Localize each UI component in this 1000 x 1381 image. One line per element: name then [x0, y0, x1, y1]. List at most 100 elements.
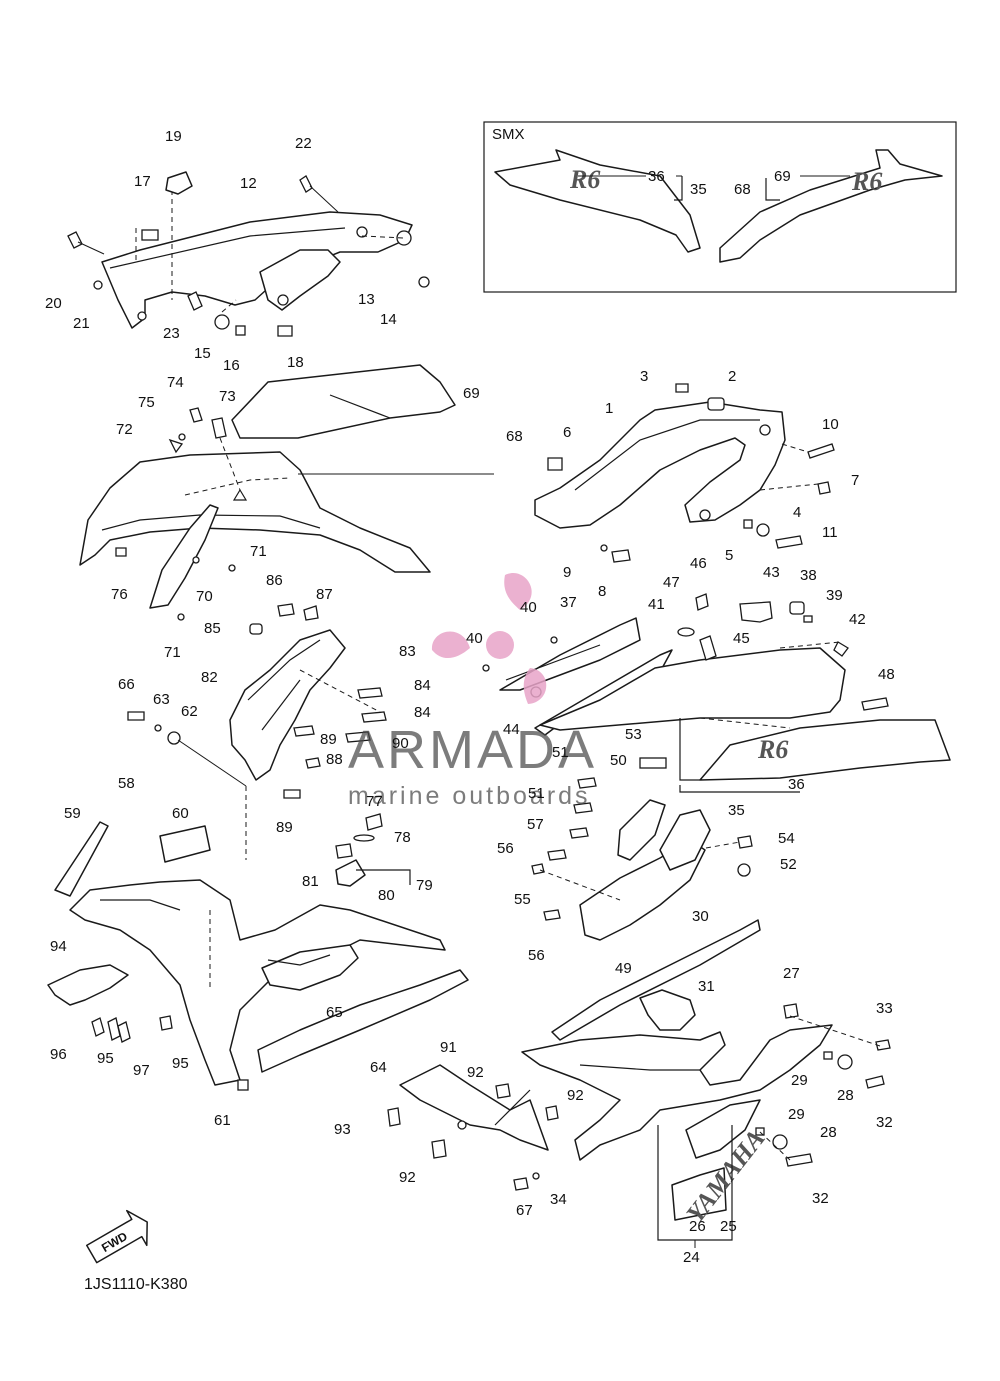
callout-32a: 32 — [876, 1114, 893, 1131]
upper-cowling-68 — [79, 364, 494, 621]
callout-14: 14 — [380, 311, 397, 328]
callout-31: 31 — [698, 978, 715, 995]
air-duct-82 — [127, 603, 387, 860]
callout-84a: 84 — [414, 677, 431, 694]
callout-21: 21 — [73, 315, 90, 332]
callout-13: 13 — [358, 291, 375, 308]
callout-28a: 28 — [837, 1087, 854, 1104]
callout-23: 23 — [163, 325, 180, 342]
callout-29b: 29 — [788, 1106, 805, 1123]
callout-77: 77 — [366, 793, 383, 810]
callout-27: 27 — [783, 965, 800, 982]
smx-callout-36: 36 — [648, 168, 665, 185]
callout-58: 58 — [118, 775, 135, 792]
callout-52: 52 — [780, 856, 797, 873]
callout-47: 47 — [663, 574, 680, 591]
callout-63: 63 — [153, 691, 170, 708]
callout-62: 62 — [181, 703, 198, 720]
callout-37: 37 — [560, 594, 577, 611]
callout-22: 22 — [295, 135, 312, 152]
callout-93: 93 — [334, 1121, 351, 1138]
callout-90: 90 — [392, 735, 409, 752]
watermark-brand: ARMADA — [348, 720, 597, 780]
callout-82: 82 — [201, 669, 218, 686]
callout-26: 26 — [689, 1218, 706, 1235]
callout-97: 97 — [133, 1062, 150, 1079]
smx-inset: SMX R6 R6 — [483, 121, 957, 293]
callout-96: 96 — [50, 1046, 67, 1063]
callout-11: 11 — [822, 524, 838, 541]
callout-34: 34 — [550, 1191, 567, 1208]
callout-40a: 40 — [520, 599, 537, 616]
callout-8: 8 — [598, 583, 606, 600]
callout-56a: 56 — [497, 840, 514, 857]
callout-35: 35 — [728, 802, 745, 819]
callout-9: 9 — [563, 564, 571, 581]
callout-67: 67 — [516, 1202, 533, 1219]
callout-17: 17 — [134, 173, 151, 190]
callout-55: 55 — [514, 891, 531, 908]
callout-48: 48 — [878, 666, 895, 683]
callout-15: 15 — [194, 345, 211, 362]
callout-20: 20 — [45, 295, 62, 312]
callout-91: 91 — [440, 1039, 457, 1056]
callout-59: 59 — [64, 805, 81, 822]
under-cowl-24: YAMAHA — [387, 919, 891, 1248]
callout-32b: 32 — [812, 1190, 829, 1207]
callout-19: 19 — [165, 128, 182, 145]
propeller-logo-icon — [431, 573, 547, 704]
side-panel-1 — [534, 383, 835, 563]
callout-95b: 95 — [172, 1055, 189, 1072]
callout-4: 4 — [793, 504, 801, 521]
callout-79: 79 — [416, 877, 433, 894]
callout-6: 6 — [563, 424, 571, 441]
callout-81: 81 — [302, 873, 319, 890]
armada-watermark: ARMADA marine outboards — [348, 573, 597, 810]
callout-40b: 40 — [466, 630, 483, 647]
callout-75: 75 — [138, 394, 155, 411]
callout-70: 70 — [196, 588, 213, 605]
callout-1: 1 — [605, 400, 613, 417]
callout-78: 78 — [394, 829, 411, 846]
callout-18: 18 — [287, 354, 304, 371]
callout-92a: 92 — [467, 1064, 484, 1081]
callout-10: 10 — [822, 416, 839, 433]
lower-cowling-58 — [47, 813, 469, 1091]
callout-92c: 92 — [399, 1169, 416, 1186]
callout-60: 60 — [172, 805, 189, 822]
callout-38: 38 — [800, 567, 817, 584]
callout-44: 44 — [503, 721, 520, 738]
callout-83: 83 — [399, 643, 416, 660]
callout-29a: 29 — [791, 1072, 808, 1089]
callout-84b: 84 — [414, 704, 431, 721]
callout-85: 85 — [204, 620, 221, 637]
callout-66: 66 — [118, 676, 135, 693]
callout-74: 74 — [167, 374, 184, 391]
smx-callout-35: 35 — [690, 181, 707, 198]
callout-30: 30 — [692, 908, 709, 925]
callout-labels: 1 2 3 4 5 6 7 8 9 10 11 12 13 14 15 16 1… — [45, 128, 895, 1266]
callout-71b: 71 — [164, 644, 181, 661]
callout-50: 50 — [610, 752, 627, 769]
duct-assembly-49 — [531, 757, 753, 941]
callout-16: 16 — [223, 357, 240, 374]
callout-51b: 51 — [528, 785, 545, 802]
callout-53: 53 — [625, 726, 642, 743]
callout-54: 54 — [778, 830, 795, 847]
callout-45: 45 — [733, 630, 750, 647]
callout-2: 2 — [728, 368, 736, 385]
callout-86: 86 — [266, 572, 283, 589]
callout-51a: 51 — [552, 744, 569, 761]
watermark-tagline: marine outboards — [348, 782, 591, 810]
callout-73: 73 — [219, 388, 236, 405]
callout-68: 68 — [506, 428, 523, 445]
callout-28b: 28 — [820, 1124, 837, 1141]
smx-decal-left: R6 — [569, 165, 600, 194]
callout-12: 12 — [240, 175, 257, 192]
callout-5: 5 — [725, 547, 733, 564]
callout-64: 64 — [370, 1059, 387, 1076]
smx-decal-right: R6 — [851, 167, 882, 196]
callout-24: 24 — [683, 1249, 700, 1266]
callout-76: 76 — [111, 586, 128, 603]
